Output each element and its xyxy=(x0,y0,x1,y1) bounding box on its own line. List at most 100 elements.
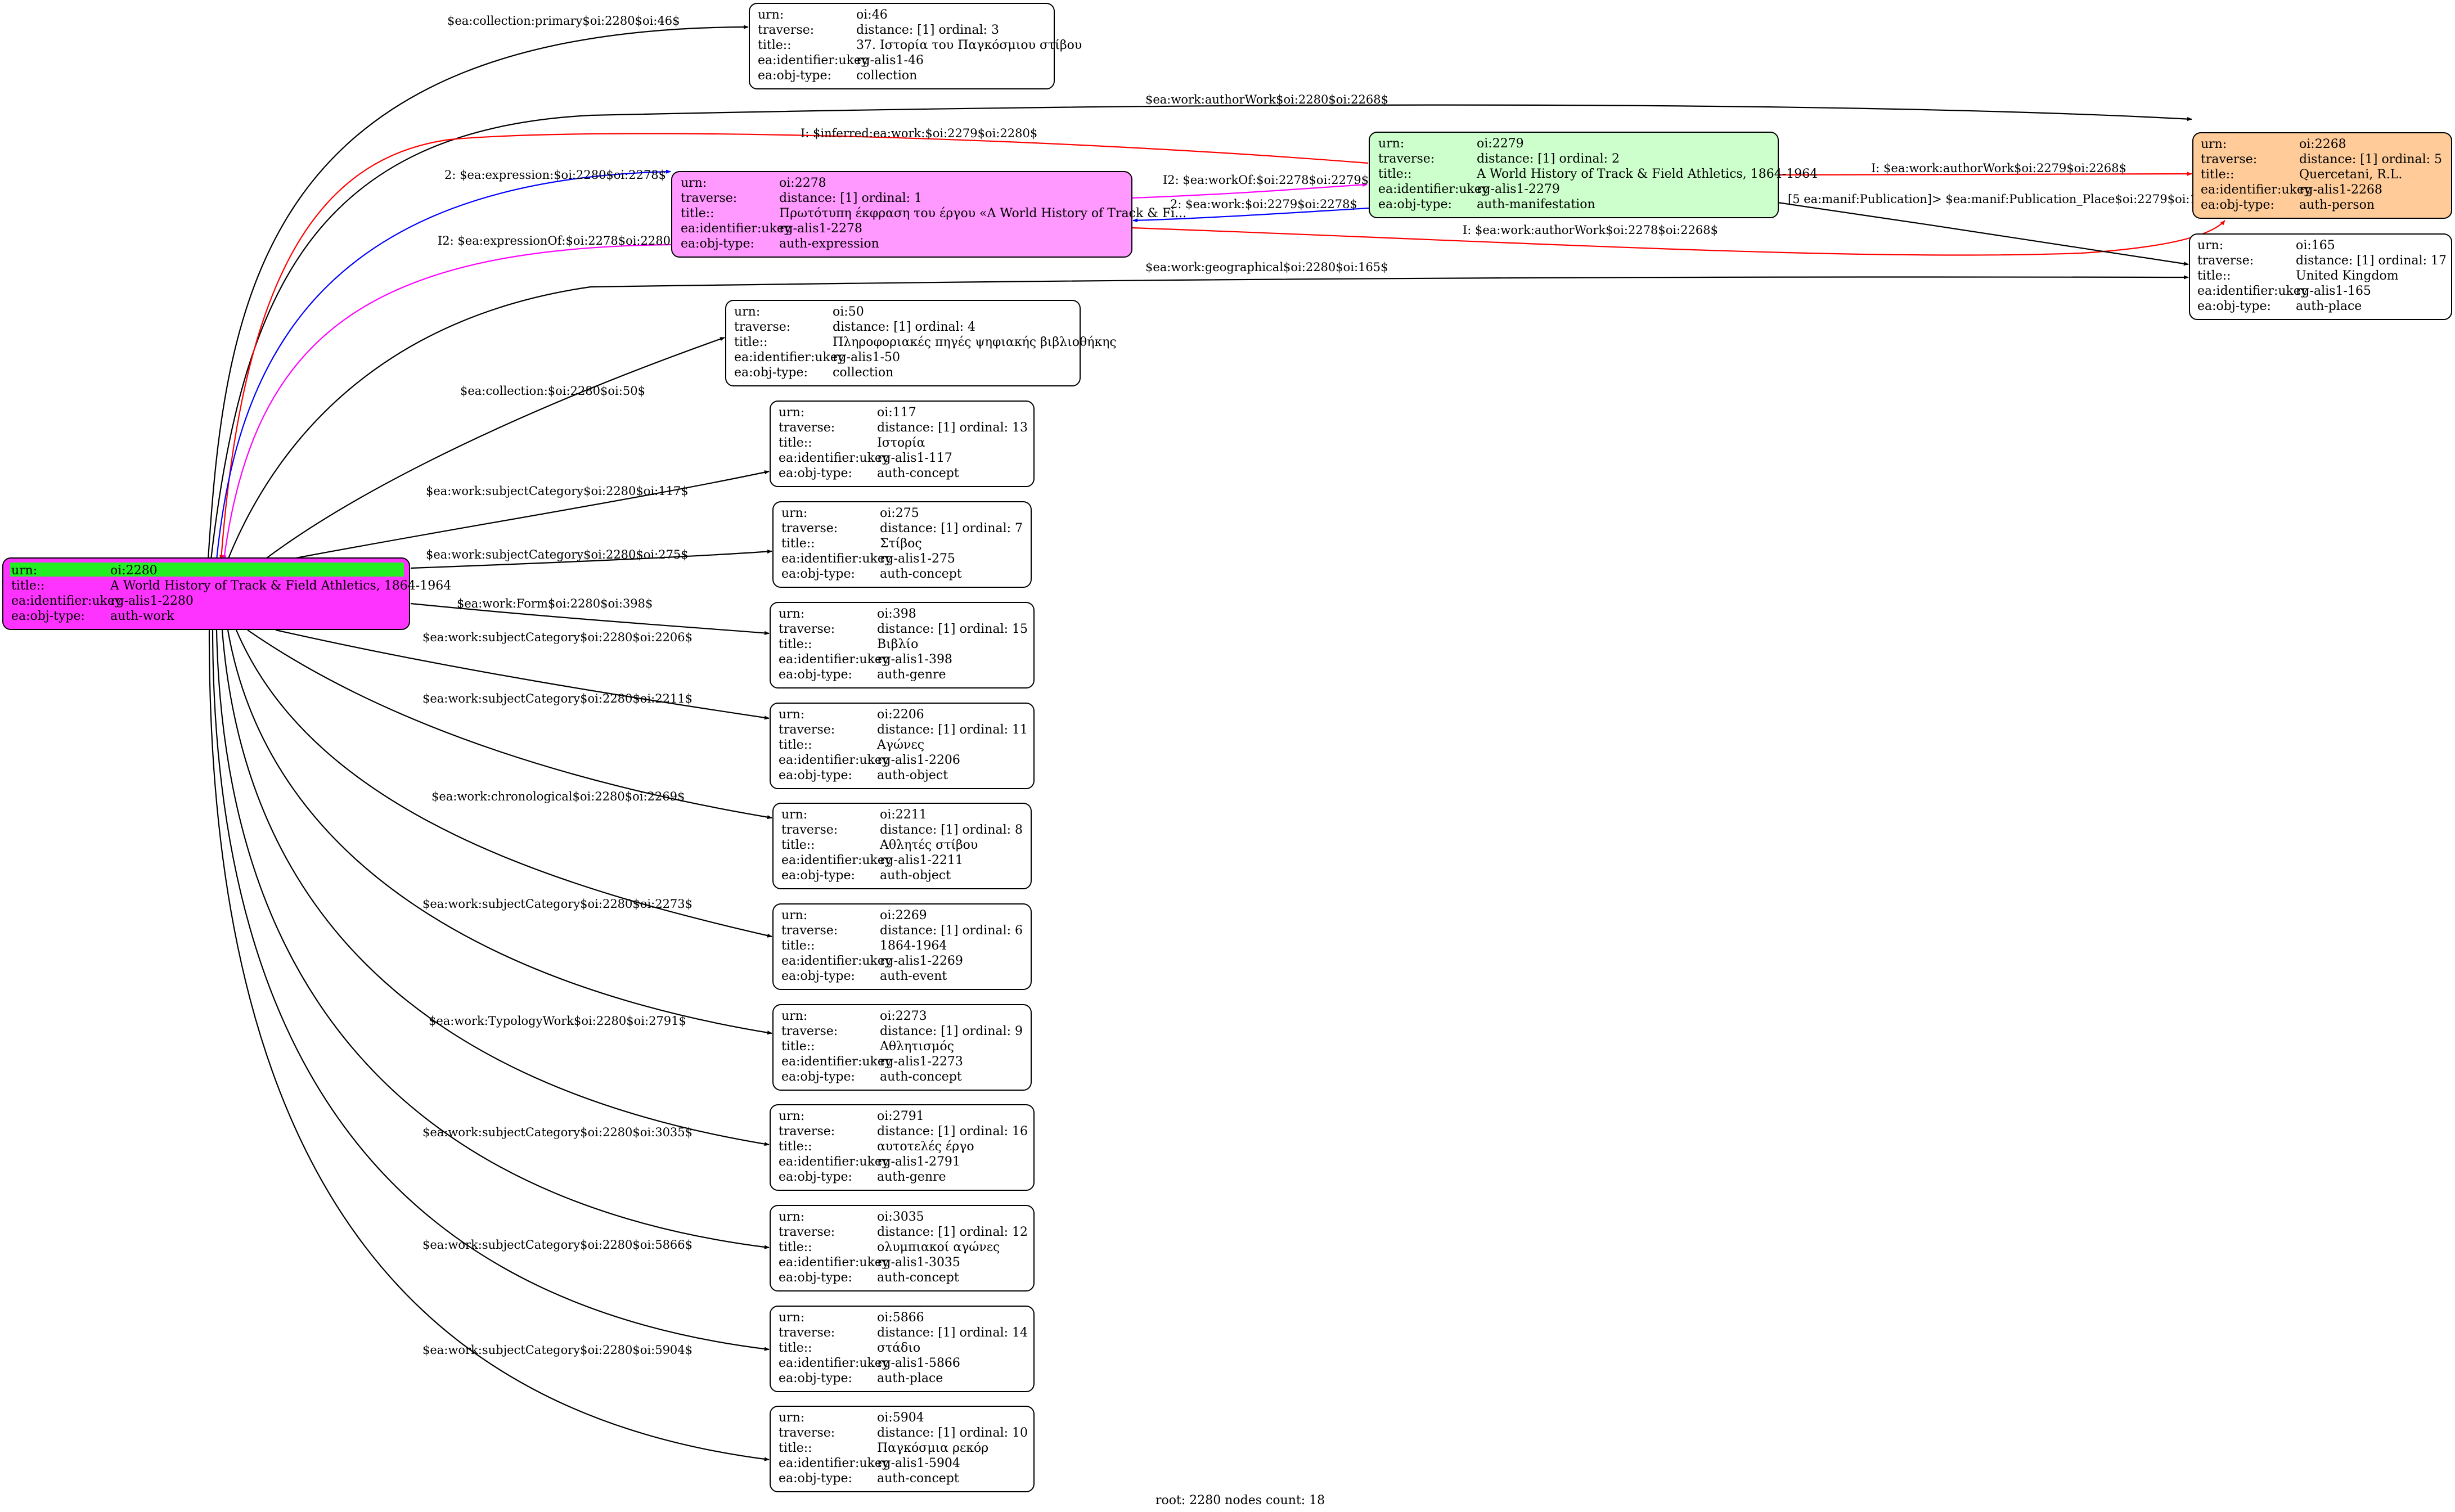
node-field-label: traverse: xyxy=(779,1124,835,1138)
node-field-label: traverse: xyxy=(779,1426,835,1440)
node-field-label: traverse: xyxy=(779,421,835,435)
edge-subject-2273 xyxy=(227,629,772,1035)
node-field-label: title:: xyxy=(11,579,45,593)
node-oi-5904[interactable]: urn: oi:5904 traverse: distance: [1] ord… xyxy=(770,1406,1035,1492)
node-field-value: oi:275 xyxy=(880,506,919,520)
node-oi-3035[interactable]: urn: oi:3035 traverse: distance: [1] ord… xyxy=(770,1205,1035,1292)
node-oi-46[interactable]: urn: oi:46 traverse: distance: [1] ordin… xyxy=(749,3,1082,89)
edge-subject-5904 xyxy=(208,629,770,1461)
node-oi-2211[interactable]: urn: oi:2211 traverse: distance: [1] ord… xyxy=(772,803,1032,889)
node-field-label: traverse: xyxy=(2197,254,2254,268)
edge-collection-50 xyxy=(264,336,725,560)
node-field-value: auth-concept xyxy=(877,1472,959,1486)
node-oi-2273[interactable]: urn: oi:2273 traverse: distance: [1] ord… xyxy=(772,1004,1032,1091)
edge-work-2278 xyxy=(1132,207,1370,223)
node-field-value: 37. Ιστορία του Παγκόσμιου στίβου xyxy=(856,38,1082,52)
node-field-label: traverse: xyxy=(2201,152,2257,166)
edge-label: $ea:work:subjectCategory$oi:2280$oi:275$ xyxy=(426,548,689,561)
node-oi-5866[interactable]: urn: oi:5866 traverse: distance: [1] ord… xyxy=(770,1306,1035,1392)
node-field-value: Βιβλίο xyxy=(877,637,918,651)
node-field-value: rg-alis1-3035 xyxy=(877,1256,960,1270)
node-field-value: distance: [1] ordinal: 11 xyxy=(877,723,1028,737)
node-field-value: oi:2268 xyxy=(2299,137,2346,151)
node-field-label: title:: xyxy=(781,537,815,551)
node-field-value: A World History of Track & Field Athleti… xyxy=(1476,167,1818,181)
node-field-label: ea:identifier:ukey xyxy=(781,1055,892,1069)
node-field-label: ea:identifier:ukey xyxy=(781,552,892,566)
node-field-label: traverse: xyxy=(779,723,835,737)
edge-subject-2211 xyxy=(247,629,772,820)
node-field-value: distance: [1] ordinal: 17 xyxy=(2296,254,2447,268)
node-field-value: Αθλητισμός xyxy=(879,1040,954,1054)
node-field-label: urn: xyxy=(779,1411,804,1425)
node-field-label: traverse: xyxy=(781,1024,838,1038)
edge-label: $ea:work:subjectCategory$oi:2280$oi:5904… xyxy=(422,1343,693,1357)
node-field-value: oi:398 xyxy=(877,607,916,621)
node-oi-50[interactable]: urn: oi:50 traverse: distance: [1] ordin… xyxy=(725,300,1117,386)
node-field-label: urn: xyxy=(779,708,804,722)
node-field-value: collection xyxy=(833,366,893,380)
node-field-label: ea:identifier:ukey xyxy=(779,1256,889,1270)
graph-footer: root: 2280 nodes count: 18 xyxy=(1155,1493,1325,1508)
node-field-value: oi:2278 xyxy=(779,176,826,190)
edge-label: [5 ea:manif:Publication]> $ea:manif:Publ… xyxy=(1788,192,2227,206)
node-field-value: distance: [1] ordinal: 16 xyxy=(877,1124,1028,1138)
node-oi-165[interactable]: urn: oi:165 traverse: distance: [1] ordi… xyxy=(2189,233,2452,320)
node-field-value: distance: [1] ordinal: 1 xyxy=(779,191,922,205)
node-field-label: traverse: xyxy=(1378,152,1435,166)
node-oi-2791[interactable]: urn: oi:2791 traverse: distance: [1] ord… xyxy=(770,1104,1035,1191)
node-field-value: auth-object xyxy=(877,768,948,782)
node-field-label: ea:obj-type: xyxy=(781,1070,855,1084)
node-field-label: ea:identifier:ukey xyxy=(11,594,122,608)
node-field-value: Στίβος xyxy=(880,537,922,551)
node-field-value: rg-alis1-2206 xyxy=(877,753,960,767)
node-oi-2280[interactable]: urn: oi:2280 title:: A World History of … xyxy=(2,557,451,630)
node-field-label: title:: xyxy=(781,1040,815,1054)
node-field-value: oi:165 xyxy=(2296,238,2335,253)
node-field-value: auth-genre xyxy=(877,668,946,682)
node-field-value: oi:2269 xyxy=(880,908,927,922)
node-field-label: traverse: xyxy=(779,622,835,636)
node-field-value: ολυμπιακοί αγώνες xyxy=(877,1240,1000,1254)
node-oi-2206[interactable]: urn: oi:2206 traverse: distance: [1] ord… xyxy=(770,703,1035,789)
edge-label: 2: $ea:work:$oi:2279$oi:2278$ xyxy=(1170,197,1357,211)
node-field-label: urn: xyxy=(11,564,37,578)
edge-label: $ea:work:Form$oi:2280$oi:398$ xyxy=(457,597,653,610)
node-field-value: αυτοτελές έργο xyxy=(877,1140,974,1154)
node-field-label: title:: xyxy=(779,1140,812,1154)
node-field-label: ea:obj-type: xyxy=(734,366,808,380)
node-field-label: ea:identifier:ukey xyxy=(779,1456,889,1470)
node-oi-275[interactable]: urn: oi:275 traverse: distance: [1] ordi… xyxy=(772,501,1032,588)
node-field-label: urn: xyxy=(758,8,784,22)
node-field-label: title:: xyxy=(779,738,812,752)
node-oi-398[interactable]: urn: oi:398 traverse: distance: [1] ordi… xyxy=(770,602,1035,688)
node-field-label: urn: xyxy=(781,908,807,922)
node-field-label: ea:identifier:ukey xyxy=(779,1356,889,1370)
edge-label: I: $inferred:ea:work:$oi:2279$oi:2280$ xyxy=(801,127,1037,140)
edge-authorwork-2279-2268 xyxy=(1778,172,2192,176)
node-field-value: rg-alis1-50 xyxy=(833,350,900,364)
node-oi-117[interactable]: urn: oi:117 traverse: distance: [1] ordi… xyxy=(770,400,1035,487)
edge-chronological-2269 xyxy=(235,629,772,938)
node-field-label: traverse: xyxy=(781,823,838,837)
node-field-value: rg-alis1-2268 xyxy=(2299,183,2382,197)
node-field-label: ea:identifier:ukey xyxy=(1378,182,1489,196)
node-field-value: distance: [1] ordinal: 7 xyxy=(880,521,1023,536)
node-field-label: ea:identifier:ukey xyxy=(779,451,889,465)
edge-subject-2206 xyxy=(275,629,770,720)
node-field-value: Ιστορία xyxy=(877,436,925,450)
node-field-label: ea:obj-type: xyxy=(779,668,852,682)
node-field-label: ea:obj-type: xyxy=(779,1170,852,1184)
node-field-label: ea:identifier:ukey xyxy=(758,53,869,68)
node-field-value: distance: [1] ordinal: 15 xyxy=(877,622,1028,636)
node-oi-2268[interactable]: urn: oi:2268 traverse: distance: [1] ord… xyxy=(2192,132,2452,219)
node-oi-2278[interactable]: urn: oi:2278 traverse: distance: [1] ord… xyxy=(671,171,1186,258)
node-oi-2269[interactable]: urn: oi:2269 traverse: distance: [1] ord… xyxy=(772,903,1032,990)
node-field-value: distance: [1] ordinal: 8 xyxy=(880,823,1023,837)
node-field-label: ea:identifier:ukey xyxy=(779,753,889,767)
node-oi-2279[interactable]: urn: oi:2279 traverse: distance: [1] ord… xyxy=(1369,132,1818,218)
node-field-value: distance: [1] ordinal: 6 xyxy=(880,924,1023,938)
node-field-value: auth-work xyxy=(110,609,174,623)
edge-authorwork-2278-2268 xyxy=(1131,220,2225,256)
